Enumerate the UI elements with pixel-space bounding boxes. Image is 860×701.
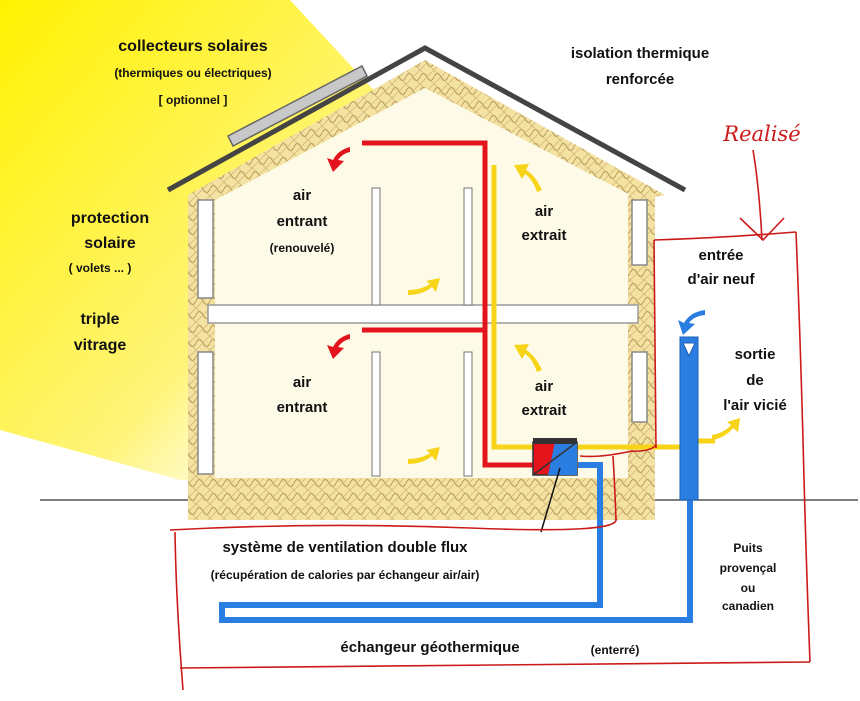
label-triple-glazing-2: vitrage [73,337,127,354]
flow-arrows-red [327,147,350,359]
exchanger-pointer [540,467,561,533]
label-fresh-air-intake-2: d'air neuf [687,271,755,288]
label-canadian-well-4: canadien [721,599,775,613]
label-solar-optional: [ optionnel ] [158,93,228,107]
label-solar-collectors-sub: (thermiques ou électriques) [114,66,272,80]
label-fresh-air-intake: entrée [698,247,744,264]
interior-post-2 [463,187,473,306]
intake-grille [682,342,696,358]
label-canadian-well: Puits [733,541,763,555]
heat-exchanger [532,438,578,476]
label-solar-collectors: collecteurs solaires [118,38,268,55]
label-air-out-lower-2: extrait [521,402,567,419]
interior-post-1 [371,187,381,306]
label-air-in-upper: air [292,187,312,204]
floor-slab [207,304,639,324]
label-geothermal-exchanger: échangeur géothermique [340,639,520,656]
supply-air-duct [362,140,535,468]
label-sun-protection: protection [70,210,150,227]
right-window-lower [631,351,648,423]
label-air-in-lower-2: entrant [276,399,328,416]
roof-line [166,45,687,193]
handwritten-note: Realisé [723,122,801,146]
label-air-out-lower: air [534,378,554,395]
label-shutters: ( volets ... ) [68,261,132,275]
label-stale-air-exit: sortie [734,346,776,363]
solar-panel [226,64,369,148]
roof-insulation [188,60,665,200]
label-canadian-well-3: ou [740,581,756,595]
label-stale-air-exit-3: l'air vicié [723,397,787,414]
label-insulation-2: renforcée [605,71,675,88]
label-air-in-upper-3: (renouvelé) [269,241,335,255]
left-window-upper [197,199,214,299]
right-window-upper [631,199,648,266]
label-air-in-upper-2: entrant [276,213,328,230]
label-sun-protection-2: solaire [84,235,136,252]
fresh-air-intake-pipe [679,336,699,501]
label-stale-air-exit-2: de [746,372,764,389]
label-canadian-well-2: provençal [719,561,777,575]
house-interior [215,88,640,478]
label-air-out-upper: air [534,203,554,220]
label-triple-glazing: triple [80,311,120,328]
foundation-insulation [188,478,655,520]
label-air-in-lower: air [292,374,312,391]
label-buried: (enterré) [590,643,640,657]
left-window-lower [197,351,214,475]
label-air-out-upper-2: extrait [521,227,567,244]
flow-arrow-blue [678,310,705,335]
geothermal-duct [219,462,693,623]
interior-post-3 [371,351,381,477]
flow-arrows-yellow [408,164,740,464]
handwritten-annotation [169,149,811,691]
interior-post-4 [463,351,473,477]
label-insulation: isolation thermique [570,45,710,62]
label-ventilation-system: système de ventilation double flux [222,539,468,556]
label-ventilation-sub: (récupération de calories par échangeur … [210,568,480,582]
